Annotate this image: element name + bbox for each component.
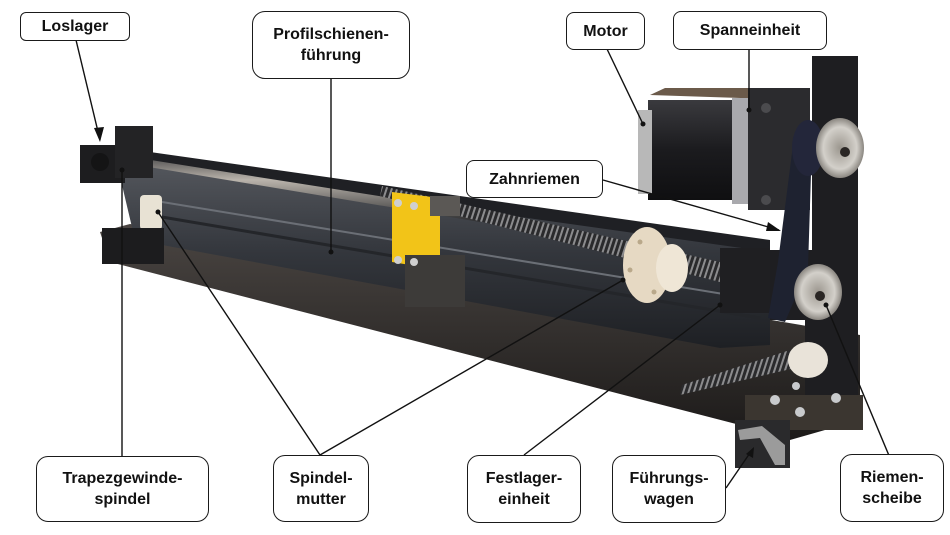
left-support: [140, 195, 162, 230]
bolt: [770, 395, 780, 405]
motor-body: [648, 100, 748, 200]
label-loslager-line-1: Loslager: [41, 18, 109, 35]
arrowhead-fuehrungswagen: [746, 447, 754, 458]
leader-festlagereinheit: [523, 304, 721, 456]
label-fuehrungswagen-line-1: Führungs-: [629, 470, 709, 487]
point-marker: [155, 209, 161, 215]
leader-fuehrungswagen: [725, 449, 753, 489]
festlager-block: [720, 248, 770, 313]
point-marker: [328, 249, 334, 255]
label-zahnriemen-line-1: Zahnriemen: [489, 170, 580, 188]
upper-pulley-bore: [840, 147, 850, 157]
left-carriage: [102, 228, 164, 264]
label-spindelmutter-line-2: mutter: [296, 490, 346, 508]
arrowhead-loslager: [94, 127, 104, 142]
label-profilschienenfuehrung-line-1: Profilschienen-: [273, 26, 389, 43]
label-spindelmutter-line-1: Spindel-: [289, 469, 353, 487]
bolt: [410, 202, 418, 210]
label-festlagereinheit-line-1: Festlager-: [485, 470, 563, 487]
label-spindelmutter: Spindel- mutter: [273, 455, 369, 522]
base-plate: [100, 224, 860, 440]
label-fuehrungswagen-line-2: wagen: [644, 491, 694, 508]
bolt: [792, 382, 800, 390]
leader-lines: [75, 39, 891, 489]
lower-pulley-bore: [815, 291, 825, 301]
leader-spindelmutter-a: [157, 211, 321, 456]
spindle-shaft: [95, 152, 480, 222]
label-motor-line-1: Motor: [583, 22, 628, 40]
upper-pulley-teeth: [792, 120, 824, 176]
nut-hole: [651, 289, 657, 295]
label-fuehrungswagen: Führungs- wagen: [612, 455, 726, 523]
label-spanneinheit-line-1: Spanneinheit: [699, 22, 801, 39]
carriage-top: [430, 196, 460, 216]
label-riemenscheibe: Riemen- scheibe: [840, 454, 944, 522]
leader-loslager: [75, 39, 101, 141]
label-profilschienenfuehrung-line-2: führung: [300, 47, 362, 64]
bolt: [795, 407, 805, 417]
loslager-bearing: [91, 153, 109, 171]
arrowheads: [94, 107, 829, 458]
bolt: [394, 256, 402, 264]
label-riemenscheibe-line-1: Riemen-: [860, 469, 924, 486]
point-marker: [620, 277, 626, 283]
bolt: [394, 199, 402, 207]
bolt: [410, 258, 418, 266]
label-festlagereinheit: Festlager- einheit: [467, 455, 581, 523]
label-spanneinheit: Spanneinheit: [673, 11, 827, 50]
guide-carriage-clip: [738, 426, 785, 465]
point-marker: [640, 121, 646, 127]
carriage-plate: [392, 192, 440, 270]
leader-riemenscheibe: [825, 304, 891, 459]
label-zahnriemen: Zahnriemen: [466, 160, 603, 198]
nut-hole: [627, 267, 633, 273]
point-marker: [746, 107, 752, 113]
point-marker: [717, 302, 723, 308]
spindle-nut-body: [656, 244, 688, 292]
lower-spindle: [680, 350, 795, 395]
spindle-nut-flange: [623, 227, 671, 303]
point-marker: [823, 302, 829, 308]
leader-spindelmutter-b: [319, 279, 624, 456]
nut-hole: [637, 239, 643, 245]
bolt: [761, 103, 771, 113]
label-loslager: Loslager: [20, 12, 130, 41]
bolt: [761, 195, 771, 205]
leader-motor: [606, 48, 644, 125]
label-motor: Motor: [566, 12, 645, 50]
label-profilschienenfuehrung: Profilschienen- führung: [252, 11, 410, 79]
motor-endcap: [638, 110, 652, 194]
lower-bearing: [788, 342, 828, 378]
point-marker: [119, 167, 125, 173]
upper-pulley: [816, 118, 864, 178]
label-riemenscheibe-line-2: scheibe: [862, 490, 922, 507]
label-trapezgewindespindel-line-2: spindel: [94, 491, 151, 508]
leader-zahnriemen: [602, 179, 780, 231]
profile-rail: [118, 160, 770, 348]
label-trapezgewindespindel: Trapezgewinde- spindel: [36, 456, 209, 522]
label-trapezgewindespindel-line-1: Trapezgewinde-: [62, 470, 183, 487]
arrowhead-zahnriemen: [766, 222, 781, 231]
label-festlagereinheit-line-2: einheit: [498, 491, 550, 508]
motor-flange: [732, 98, 750, 204]
bolt: [831, 393, 841, 403]
